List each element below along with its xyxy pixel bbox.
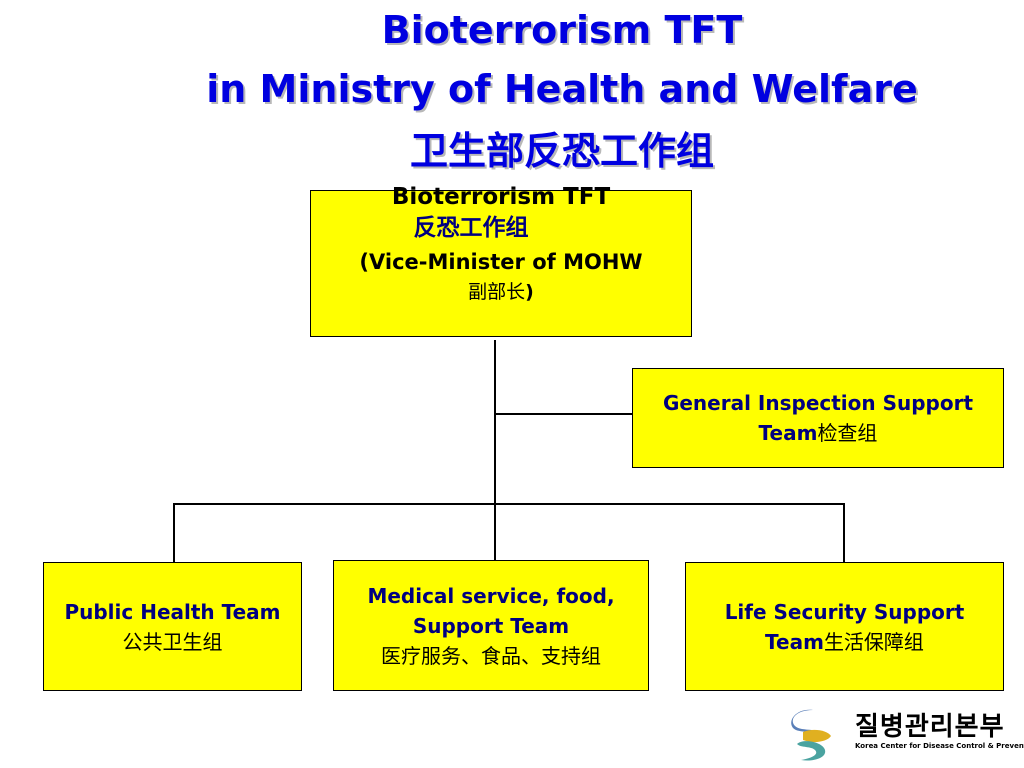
org-node-life-security: Life Security Support Team生活保障组 — [685, 562, 1004, 691]
page-title-line2: in Ministry of Health and Welfare — [206, 67, 918, 111]
org-node-bioterrorism-tft: Bioterrorism TFT 反恐工作组 (Vice-Minister of… — [310, 185, 692, 337]
node-head-cn-line: 副部长) — [468, 277, 534, 307]
connector-public-health-drop — [173, 503, 175, 562]
node-head-close: ) — [525, 281, 534, 303]
org-node-medical-service: Medical service, food, Support Team 医疗服务… — [333, 560, 649, 691]
node-name-en: Public Health Team — [64, 599, 281, 624]
node-name-line2: Team检查组 — [759, 418, 878, 448]
connector-inspection-branch — [494, 413, 632, 415]
page-title-chinese: 卫生部反恐工作组 — [409, 129, 714, 173]
node-head-cn: 副部长 — [468, 281, 526, 303]
node-name-en2: Team — [758, 421, 818, 445]
org-node-public-health: Public Health Team 公共卫生组 — [43, 562, 302, 691]
node-name-cn: 医疗服务、食品、支持组 — [381, 643, 601, 668]
node-name-en2: Team — [765, 629, 824, 654]
node-head-en: (Vice-Minister of MOHW — [359, 250, 643, 274]
logo-korean-name: 질병관리본부 — [855, 712, 1005, 742]
node-name-cn: 反恐工作组 — [413, 215, 529, 241]
node-name-line2: Team生活保障组 — [765, 627, 924, 657]
logo-english-name: Korea Center for Disease Control & Preve… — [855, 742, 1024, 750]
node-name-en: Life Security Support — [724, 599, 965, 624]
connector-life-security-drop — [843, 503, 845, 562]
logo-swirl-gold — [803, 729, 831, 743]
connector-root-trunk — [494, 340, 496, 562]
node-name-cn: 生活保障组 — [823, 629, 924, 654]
org-node-general-inspection: General Inspection Support Team检查组 — [632, 368, 1004, 468]
node-name-en2: Support Team — [412, 613, 570, 638]
kcdc-logo-icon — [791, 709, 831, 761]
node-name-en: Medical service, food, — [367, 583, 615, 608]
logo-swirl-teal — [797, 741, 826, 761]
page-title-line1: Bioterrorism TFT — [381, 8, 743, 52]
connector-bottom-bus — [173, 503, 844, 505]
node-name-en: General Inspection Support — [662, 391, 974, 415]
node-name-cn: 公共卫生组 — [122, 629, 223, 654]
node-name-en: Bioterrorism TFT — [391, 184, 611, 210]
node-name-cn: 检查组 — [817, 421, 878, 445]
